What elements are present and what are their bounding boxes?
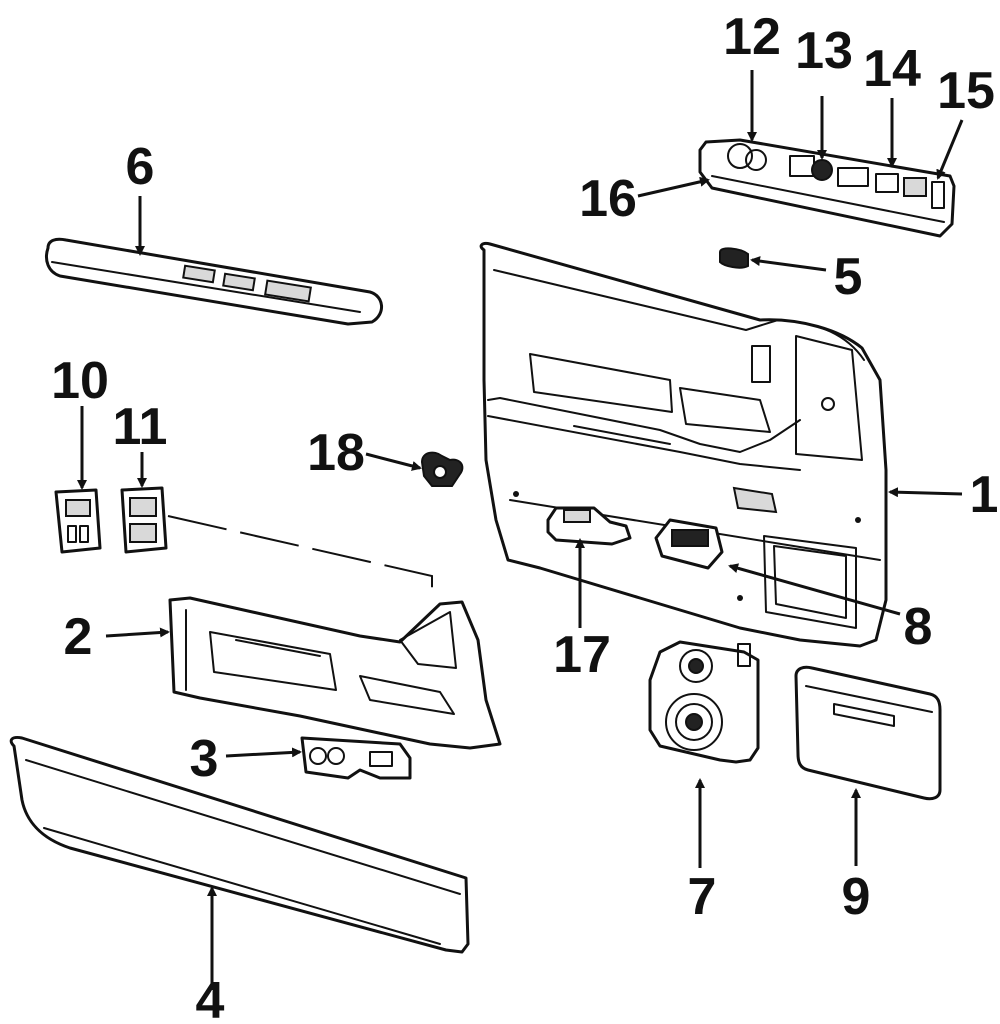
arrow-5 — [750, 256, 827, 272]
callout-2: 2 — [64, 608, 93, 666]
part-6-switch-bezel — [45, 237, 383, 326]
callout-12: 12 — [723, 8, 781, 66]
part-4-lower-trim-panel — [9, 736, 470, 954]
part-2-armrest-insert — [168, 596, 502, 750]
callout-10: 10 — [51, 352, 109, 410]
arrow-2 — [105, 627, 170, 638]
callout-labels: 1 2 3 4 5 6 7 8 9 10 11 12 13 14 15 16 1… — [51, 8, 998, 1024]
callout-9: 9 — [842, 868, 871, 926]
part-11-switch — [120, 486, 168, 554]
callout-3: 3 — [190, 730, 219, 788]
callout-4: 4 — [196, 972, 225, 1024]
part-3-switch-bracket — [300, 736, 412, 780]
callout-8: 8 — [904, 598, 933, 656]
callout-arrows — [77, 70, 964, 990]
callout-17: 17 — [553, 626, 611, 684]
assembly-guide-line — [167, 515, 433, 600]
callout-13: 13 — [795, 22, 853, 80]
part-5-clip — [719, 247, 749, 269]
arrow-1 — [888, 487, 963, 498]
arrow-15 — [936, 119, 964, 180]
part-10-switch — [54, 488, 102, 554]
part-18-retainer-clip — [420, 451, 464, 487]
arrow-18 — [365, 452, 422, 471]
callout-18: 18 — [307, 424, 365, 482]
part-9-speaker-grille — [794, 665, 942, 801]
arrow-16 — [637, 176, 710, 198]
part-7-speaker-assembly — [648, 640, 760, 764]
callout-7: 7 — [688, 868, 717, 926]
arrow-3 — [225, 747, 302, 758]
callout-14: 14 — [863, 40, 921, 98]
part-16-switch-panel — [698, 138, 956, 238]
callout-1: 1 — [970, 466, 999, 524]
callout-16: 16 — [579, 170, 637, 228]
callout-15: 15 — [937, 62, 995, 120]
part-1-door-trim-panel — [479, 242, 888, 648]
callout-11: 11 — [113, 398, 168, 456]
callout-6: 6 — [126, 138, 155, 196]
callout-5: 5 — [834, 248, 863, 306]
arrow-8 — [728, 563, 901, 616]
part-17-pull-handle — [546, 506, 632, 546]
part-8-lock-switch — [654, 518, 724, 570]
